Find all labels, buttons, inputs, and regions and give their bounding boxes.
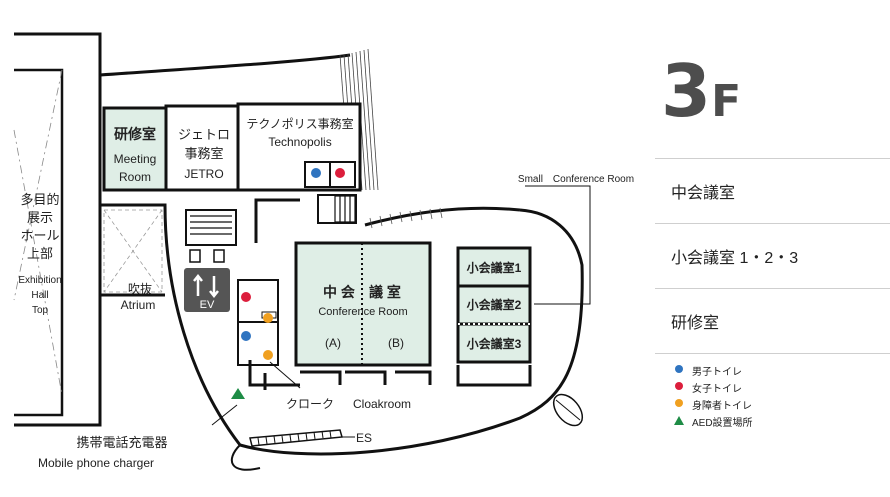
svg-text:Exhibition: Exhibition xyxy=(18,275,61,286)
accessible-toilet-icon xyxy=(263,350,273,360)
room-list-label: 小会議室 1・2・3 xyxy=(671,249,799,267)
female-toilet-icon xyxy=(335,168,345,178)
svg-text:展示: 展示 xyxy=(27,210,53,225)
female-toilet-icon xyxy=(241,292,251,302)
legend-label: 男子トイレ xyxy=(692,367,742,378)
svg-text:携帯電話充電器: 携帯電話充電器 xyxy=(76,435,167,450)
training-room[interactable] xyxy=(102,106,168,192)
stairs-top xyxy=(185,195,356,246)
svg-text:小会議室2: 小会議室2 xyxy=(467,297,522,312)
divider xyxy=(655,353,890,354)
small-rooms-labels: 小会議室1 小会議室2 小会議室3 xyxy=(467,260,522,351)
legend-item: 男子トイレ xyxy=(672,363,742,378)
atrium-void xyxy=(103,209,163,293)
small-conference-room-2[interactable] xyxy=(456,284,532,326)
svg-text:(B): (B) xyxy=(388,336,404,350)
escalator[interactable] xyxy=(249,429,343,447)
svg-text:Top: Top xyxy=(32,305,49,316)
legend-label: 身障者トイレ xyxy=(692,401,752,412)
atrium-label: 吹抜 Atrium xyxy=(121,282,156,312)
small-conference-caption: Small Conference Room xyxy=(518,174,634,185)
svg-text:小会議室1: 小会議室1 xyxy=(467,260,522,275)
exhibition-hall-outline xyxy=(13,32,102,427)
svg-text:JETRO: JETRO xyxy=(184,167,223,181)
sidebar-panel: 3F 中会議室 小会議室 1・2・3 研修室 男子トイレ 女子トイレ 身障者トイ… xyxy=(655,55,890,495)
aed-icon xyxy=(231,388,245,399)
legend-item: AED設置場所 xyxy=(672,414,753,429)
room-list-label: 中会議室 xyxy=(671,184,736,202)
elevator[interactable] xyxy=(184,249,230,312)
svg-text:多目的: 多目的 xyxy=(20,192,59,207)
svg-text:Conference Room: Conference Room xyxy=(318,306,407,318)
female-toilet-dot-icon xyxy=(675,382,683,390)
room-list-item[interactable]: 小会議室 1・2・3 xyxy=(655,223,890,287)
charger-label: 携帯電話充電器 Mobile phone charger xyxy=(38,435,168,470)
restroom-top xyxy=(304,161,357,224)
svg-text:テクノポリス事務室: テクノポリス事務室 xyxy=(246,116,353,131)
svg-text:Mobile phone charger: Mobile phone charger xyxy=(38,456,154,470)
svg-text:Meeting: Meeting xyxy=(114,152,157,166)
legend-item: 身障者トイレ xyxy=(672,397,752,412)
svg-text:ジェトロ: ジェトロ xyxy=(178,127,230,142)
accessible-toilet-icon xyxy=(263,313,273,323)
svg-text:Hall: Hall xyxy=(31,290,48,301)
training-room-label: 研修室 Meeting Room xyxy=(114,126,157,184)
room-list-label: 研修室 xyxy=(671,314,720,332)
svg-text:Technopolis: Technopolis xyxy=(268,135,331,149)
floor-indicator: 3F xyxy=(661,55,741,127)
jetro-office[interactable] xyxy=(164,104,240,192)
legend-label: 女子トイレ xyxy=(692,384,742,395)
hall-label: 多目的 展示 ホール 上部 Exhibition Hall Top xyxy=(18,192,61,316)
conference-label: 中 会 議 室 Conference Room (A) (B) xyxy=(318,284,407,350)
svg-text:ホール: ホール xyxy=(20,228,59,243)
male-toilet-icon xyxy=(311,168,321,178)
lower-lobby-curve xyxy=(230,444,261,471)
room-list-item[interactable]: 中会議室 xyxy=(655,158,890,222)
svg-text:クローク: クローク xyxy=(286,397,334,411)
ev-label: EV xyxy=(200,299,215,311)
svg-text:Atrium: Atrium xyxy=(121,298,156,312)
aed-triangle-icon xyxy=(674,415,684,425)
floor-suffix: F xyxy=(711,76,742,127)
svg-text:議 室: 議 室 xyxy=(369,284,401,300)
legend-label: AED設置場所 xyxy=(692,418,753,429)
svg-text:Cloakroom: Cloakroom xyxy=(353,397,411,411)
building-outline xyxy=(99,53,584,456)
cloak-label: クローク Cloakroom xyxy=(286,397,411,411)
floor-map: 多目的 展示 ホール 上部 Exhibition Hall Top 研修室 Me… xyxy=(13,32,634,471)
small-conference-room-3[interactable] xyxy=(456,322,532,364)
technopolis-label: テクノポリス事務室 Technopolis xyxy=(246,116,353,149)
legend-item: 女子トイレ xyxy=(672,380,742,395)
room-list-item[interactable]: 研修室 xyxy=(655,288,890,352)
male-toilet-icon xyxy=(241,331,251,341)
svg-text:Room: Room xyxy=(119,170,151,184)
right-sculpture xyxy=(552,393,584,427)
svg-text:(A): (A) xyxy=(325,336,341,350)
male-toilet-dot-icon xyxy=(675,365,683,373)
restroom-left xyxy=(237,279,279,366)
corridor-walls xyxy=(248,198,532,390)
svg-text:事務室: 事務室 xyxy=(184,146,223,161)
svg-text:上部: 上部 xyxy=(27,246,53,261)
svg-text:中 会: 中 会 xyxy=(323,284,356,300)
svg-text:研修室: 研修室 xyxy=(114,126,156,142)
accessible-toilet-dot-icon xyxy=(675,399,683,407)
es-label: ES xyxy=(356,431,372,445)
svg-text:吹抜: 吹抜 xyxy=(128,282,152,296)
floor-number: 3 xyxy=(661,49,712,133)
jetro-label: ジェトロ 事務室 JETRO xyxy=(178,127,230,181)
edge-hatch xyxy=(369,207,443,229)
svg-text:小会議室3: 小会議室3 xyxy=(467,336,522,351)
